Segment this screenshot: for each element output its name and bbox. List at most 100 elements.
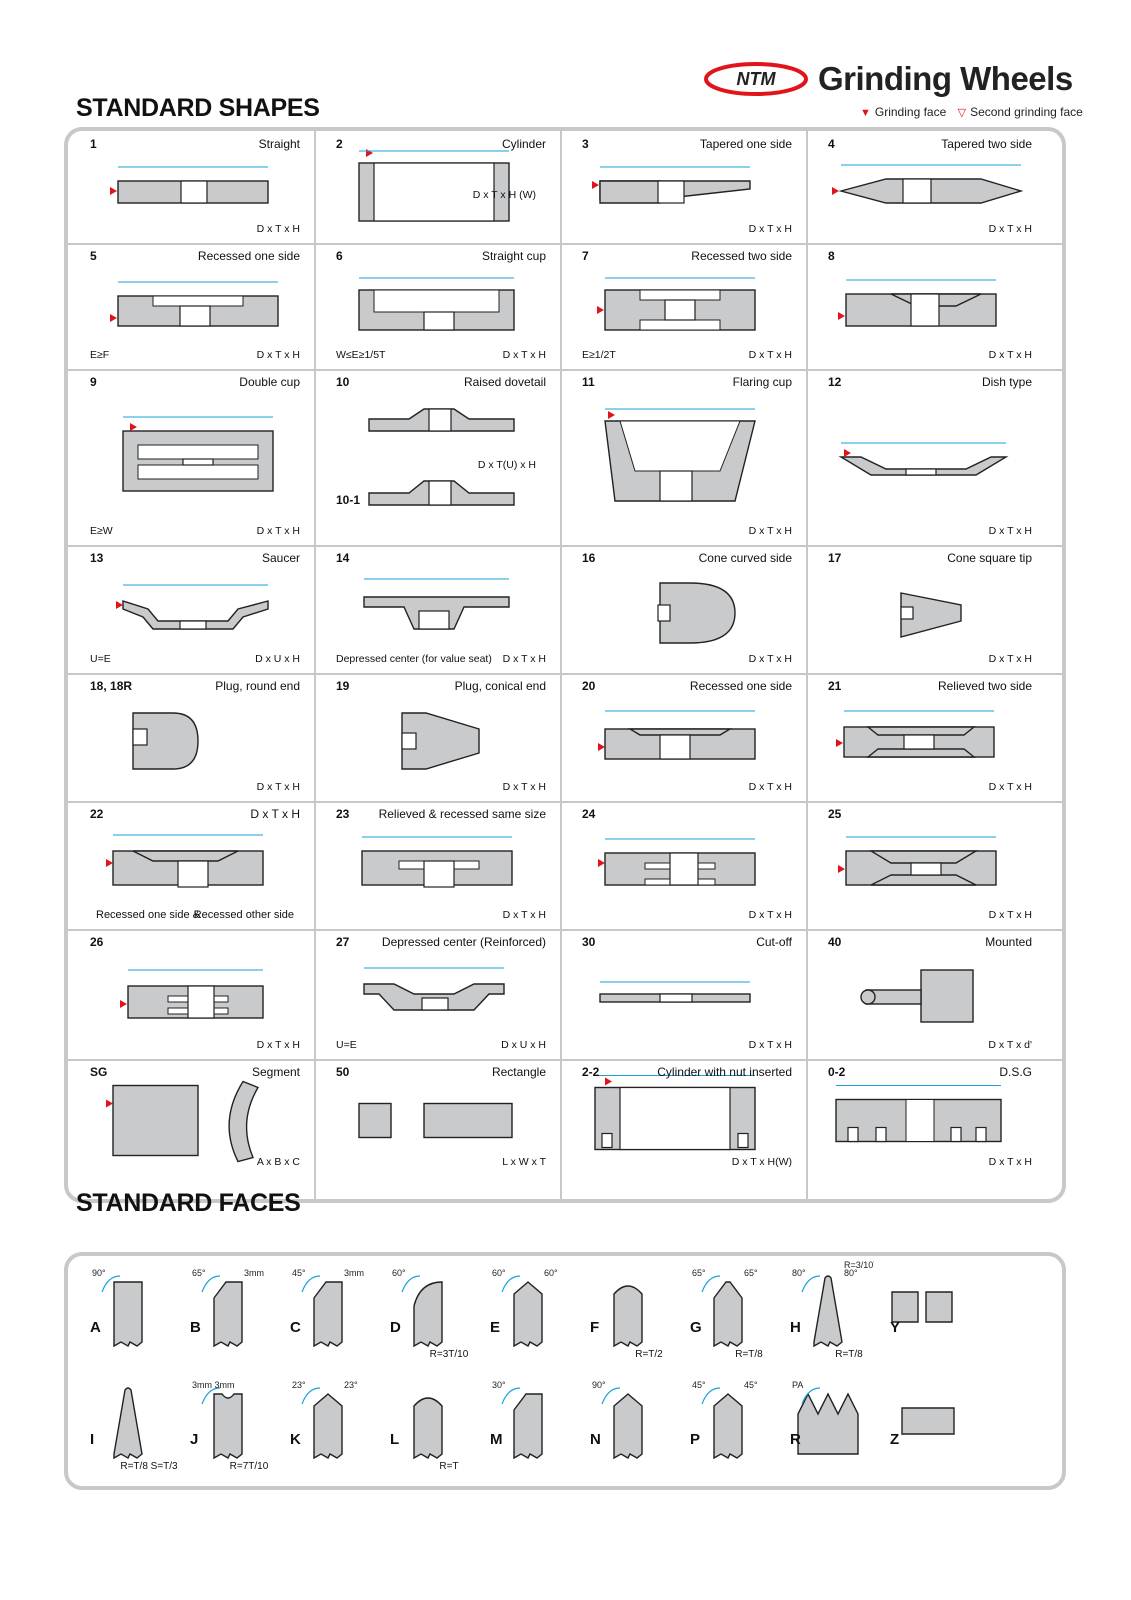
bore-hole bbox=[950, 1126, 962, 1143]
face-profile: 65°3mm bbox=[192, 1268, 264, 1348]
face-profile: 65°65° bbox=[692, 1268, 758, 1348]
shape-name: Rectangle bbox=[491, 1065, 546, 1079]
face-body bbox=[613, 1285, 643, 1348]
shape-drawing bbox=[832, 164, 1024, 204]
angle-arc bbox=[201, 1387, 221, 1405]
face-letter: B bbox=[190, 1319, 201, 1336]
grinding-face-marker bbox=[110, 187, 117, 195]
shape-drawing bbox=[110, 166, 269, 204]
angle-arc bbox=[601, 1387, 621, 1405]
angle-arc bbox=[801, 1275, 821, 1293]
shape-dimensions: D x U x H bbox=[255, 653, 300, 665]
shape-body bbox=[132, 712, 199, 770]
grinding-face-marker bbox=[110, 314, 117, 322]
bore-hole bbox=[428, 408, 452, 432]
face-formula: R=T/8 bbox=[735, 1349, 763, 1360]
face-p: 45°45°P bbox=[674, 1368, 774, 1478]
shape-diagram bbox=[597, 277, 756, 331]
face-a: 90°A bbox=[74, 1256, 174, 1366]
shape-drawing bbox=[838, 442, 1009, 476]
angle-arc bbox=[701, 1275, 721, 1293]
face-letter: M bbox=[490, 1431, 503, 1448]
shape-diagram bbox=[900, 592, 962, 638]
angle-arc bbox=[501, 1275, 521, 1293]
grinding-face-marker bbox=[592, 181, 599, 189]
shape-diagram bbox=[120, 969, 264, 1019]
shape-number: 3 bbox=[582, 137, 589, 151]
angle-label: 90° bbox=[592, 1380, 606, 1390]
shape-inner-label: D x T x H (W) bbox=[472, 189, 536, 201]
face-body bbox=[713, 1393, 743, 1460]
face-profile: 45°45° bbox=[692, 1380, 758, 1460]
shape-body bbox=[228, 1080, 260, 1163]
shape-drawing bbox=[860, 969, 974, 1023]
face-letter: Z bbox=[890, 1431, 900, 1448]
face-profile: 30° bbox=[492, 1380, 543, 1460]
shape-diagram bbox=[835, 1085, 1002, 1143]
shape-number: 9 bbox=[90, 375, 97, 389]
shape-drawing bbox=[599, 981, 751, 1003]
bore-hole bbox=[179, 305, 211, 327]
shape-number: 5 bbox=[90, 249, 97, 263]
grinding-face-marker bbox=[844, 449, 851, 457]
angle-label: R=3/10T bbox=[844, 1260, 874, 1270]
shape-dimensions: D x T x H bbox=[988, 909, 1032, 921]
shape-diagram bbox=[368, 408, 515, 506]
grinding-face-marker bbox=[130, 423, 137, 431]
face-formula: R=T/2 bbox=[635, 1349, 663, 1360]
shape-diagram bbox=[363, 967, 505, 1011]
face-letter: I bbox=[90, 1431, 95, 1448]
shape-name: Tapered one side bbox=[699, 137, 792, 151]
grinding-face-marker bbox=[120, 1000, 127, 1008]
bore-hole bbox=[875, 1126, 887, 1143]
face-body bbox=[313, 1281, 343, 1348]
shape-diagram bbox=[598, 710, 756, 760]
face-letter: K bbox=[290, 1431, 301, 1448]
shape-body bbox=[866, 726, 976, 736]
shape-drawing bbox=[363, 578, 510, 630]
legend-grinding-face: Grinding face bbox=[874, 105, 947, 119]
grid-line bbox=[560, 131, 562, 1199]
face-z: Z bbox=[874, 1368, 974, 1478]
grid-line bbox=[68, 1059, 1062, 1061]
shape-drawing bbox=[358, 277, 515, 331]
shape-name: Cone curved side bbox=[698, 551, 792, 565]
shape-number: 1 bbox=[90, 137, 97, 151]
face-body bbox=[813, 1275, 843, 1348]
angle-label: 3mm bbox=[244, 1268, 264, 1278]
bore-hole bbox=[423, 860, 455, 888]
shape-dimensions: D x T x H bbox=[748, 525, 792, 537]
shape-drawing bbox=[900, 592, 962, 638]
shape-drawing bbox=[106, 1080, 260, 1163]
bore-hole bbox=[132, 728, 148, 746]
bore-hole bbox=[659, 470, 693, 502]
shape-body bbox=[358, 1102, 392, 1139]
shape-body bbox=[363, 983, 505, 1011]
shape-number: 30 bbox=[582, 935, 596, 949]
face-profile bbox=[413, 1397, 443, 1460]
bore-hole bbox=[975, 1126, 987, 1143]
face-k: 23°23°K bbox=[274, 1368, 374, 1478]
angle-arc bbox=[801, 1387, 821, 1405]
angle-arc bbox=[201, 1275, 221, 1293]
brand-name: Grinding Wheels bbox=[818, 60, 1073, 97]
shape-number: 18, 18R bbox=[90, 679, 133, 693]
shape-condition: Depressed center (for value seat) bbox=[336, 653, 492, 665]
shape-name: Segment bbox=[251, 1065, 300, 1079]
shape-drawing bbox=[358, 1102, 513, 1139]
shape-name: Double cup bbox=[239, 375, 300, 389]
face-formula: R=T bbox=[439, 1461, 459, 1472]
shape-condition: U=E bbox=[336, 1039, 357, 1051]
shape-name: Cylinder with nut inserted bbox=[657, 1065, 792, 1079]
shape-diagram bbox=[860, 969, 974, 1023]
